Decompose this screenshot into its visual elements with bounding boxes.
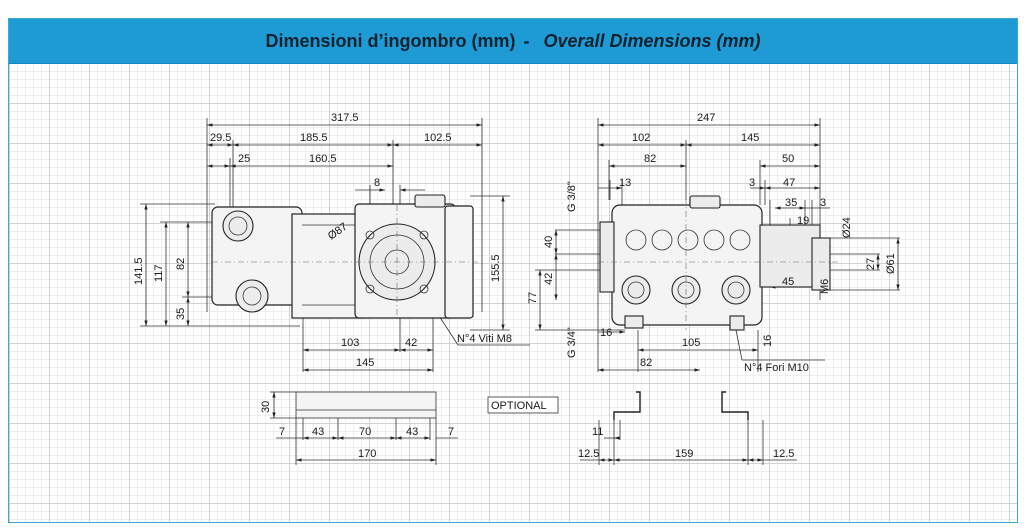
dim-160-5: 160.5 — [309, 153, 337, 165]
dim-82-top: 82 — [644, 153, 656, 165]
dim-102: 102 — [632, 132, 650, 144]
dim-103: 103 — [341, 337, 359, 349]
rail-dim-30: 30 — [260, 401, 272, 413]
dim-77: 77 — [527, 292, 539, 304]
title-english: Overall Dimensions (mm) — [543, 30, 761, 51]
dim-3-b: 3 — [820, 197, 826, 209]
pump-front-body — [598, 195, 840, 331]
dim-117: 117 — [153, 264, 165, 282]
dim-8: 8 — [374, 177, 380, 189]
dim-82: 82 — [175, 258, 187, 270]
dim-42: 42 — [405, 337, 417, 349]
side-dimension-labels: 317.5 29.5 185.5 102.5 25 160.5 8 141.5 … — [133, 112, 512, 369]
pump-side-body — [211, 194, 478, 322]
title-italian: Dimensioni d’ingombro (mm) — [265, 30, 516, 51]
dim-45: 45 — [782, 276, 794, 288]
dim-50: 50 — [782, 153, 794, 165]
dim-155-5: 155.5 — [490, 254, 502, 282]
dim-24-dia: Ø24 — [841, 217, 853, 238]
dim-29-5: 29.5 — [210, 132, 231, 144]
dim-105: 105 — [682, 337, 700, 349]
dim-25: 25 — [238, 153, 250, 165]
dim-35: 35 — [175, 308, 187, 320]
dim-47: 47 — [783, 177, 795, 189]
dim-42: 42 — [543, 273, 555, 285]
callout-holes: N°4 Fori M10 — [744, 362, 809, 374]
front-view: 247 102 145 82 50 13 3 47 35 3 19 Ø24 27… — [527, 112, 900, 374]
bracket-dim-159: 159 — [675, 448, 693, 460]
rail-dim-7-b: 7 — [448, 426, 454, 438]
dim-82-bottom: 82 — [640, 357, 652, 369]
rail-dim-43-b: 43 — [406, 426, 418, 438]
dim-35: 35 — [785, 197, 797, 209]
title-separator: - — [523, 30, 530, 51]
dim-19: 19 — [797, 215, 809, 227]
dim-g38: G 3/8" — [566, 181, 578, 212]
bracket-dim-12-5-a: 12.5 — [578, 448, 599, 460]
dim-3-a: 3 — [749, 177, 755, 189]
dim-13: 13 — [619, 177, 631, 189]
bracket-dim-12-5-b: 12.5 — [773, 448, 794, 460]
dim-16-a: 16 — [600, 327, 612, 339]
optional-label: OPTIONAL — [491, 400, 547, 412]
dim-141-5: 141.5 — [133, 257, 145, 285]
bracket-lines — [580, 391, 797, 465]
dim-145: 145 — [741, 132, 759, 144]
dim-g34: G 3/4" — [566, 327, 578, 358]
title-bar: Dimensioni d’ingombro (mm) - Overall Dim… — [9, 19, 1017, 64]
rail-dim-70: 70 — [359, 426, 371, 438]
dim-317-5: 317.5 — [331, 112, 359, 124]
drawing-frame: Dimensioni d’ingombro (mm) - Overall Dim… — [8, 18, 1018, 523]
optional-brackets: 11 12.5 159 12.5 — [578, 391, 797, 465]
optional-rail: 30 7 43 70 43 7 170 OPTIONAL — [260, 391, 559, 465]
bracket-dim-11: 11 — [592, 426, 603, 438]
callout-screws: N°4 Viti M8 — [457, 333, 512, 345]
rail-dim-7-a: 7 — [279, 426, 285, 438]
dim-27: 27 — [865, 258, 877, 270]
dim-m6: M6 — [819, 279, 831, 294]
optional-label-box — [487, 396, 559, 414]
dim-145: 145 — [356, 357, 374, 369]
side-view: 317.5 29.5 185.5 102.5 25 160.5 8 141.5 … — [133, 112, 530, 372]
rail-dim-43-a: 43 — [312, 426, 324, 438]
dim-61-dia: Ø61 — [885, 253, 897, 274]
front-dimension-labels: 247 102 145 82 50 13 3 47 35 3 19 Ø24 27… — [527, 112, 897, 374]
rail-dim-170: 170 — [358, 448, 376, 460]
dim-247: 247 — [697, 112, 715, 124]
dim-16-b: 16 — [762, 335, 774, 347]
dim-40: 40 — [543, 236, 555, 248]
dim-185-5: 185.5 — [300, 132, 328, 144]
dim-102-5: 102.5 — [424, 132, 452, 144]
rail-lines — [270, 391, 458, 465]
